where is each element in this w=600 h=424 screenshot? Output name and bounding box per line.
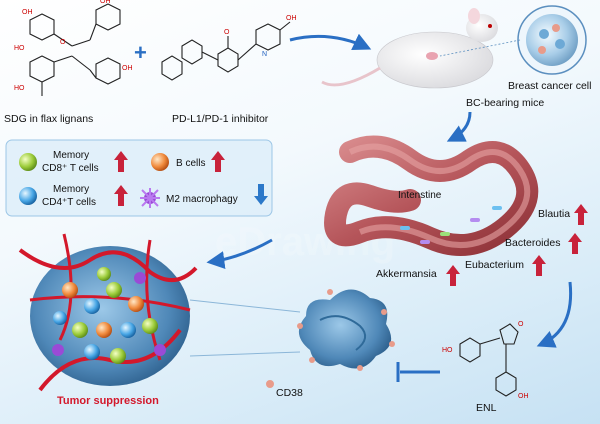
legend-cd8-line2: CD8⁺ T cells	[42, 163, 99, 174]
blautia-label: Blautia	[538, 208, 570, 220]
mice-label: BC-bearing mice	[466, 97, 544, 109]
eubacterium-up-arrow-icon	[532, 255, 546, 276]
legend-cd4-line1: Memory	[53, 184, 89, 195]
eubacterium-label: Eubacterium	[465, 259, 524, 271]
svg-text:O: O	[60, 39, 66, 46]
m2-macrophage-icon	[140, 188, 160, 208]
b-cells-up-arrow-icon	[211, 151, 225, 172]
inhibitor-label: PD-L1/PD-1 inhibitor	[172, 113, 269, 125]
svg-text:OH: OH	[286, 15, 297, 22]
svg-text:N: N	[262, 51, 267, 58]
tumor-suppression-label: Tumor suppression	[57, 395, 159, 407]
arrow-to-intestine	[446, 111, 472, 142]
m2-down-arrow-icon	[254, 184, 268, 205]
intestine-label: Intenstine	[398, 190, 442, 201]
cancer-cell-cd38	[266, 289, 395, 388]
inhibition-bar	[396, 362, 440, 382]
svg-text:OH: OH	[100, 0, 111, 5]
svg-text:OH: OH	[122, 65, 133, 72]
b-cell-icon	[151, 153, 169, 171]
svg-text:OH: OH	[22, 9, 33, 16]
svg-text:OH: OH	[518, 393, 529, 400]
legend-m2: M2 macrophagy	[166, 194, 238, 205]
plus-sign: +	[134, 40, 147, 65]
enl-structure: HO O OH	[442, 321, 529, 400]
arrow-to-enl	[536, 281, 573, 348]
cd38-label: CD38	[276, 387, 303, 399]
svg-text:HO: HO	[14, 45, 25, 52]
cd8-cell-icon	[19, 153, 37, 171]
cd8-up-arrow-icon	[114, 151, 128, 172]
zoom-line-bottom	[189, 351, 301, 357]
svg-text:HO: HO	[14, 85, 25, 92]
svg-text:HO: HO	[442, 347, 453, 354]
enl-label: ENL	[476, 402, 497, 414]
inhibitor-structure: O OH N	[161, 15, 297, 81]
breast-cancer-cell-zoom	[439, 5, 587, 75]
arrow-to-mice	[289, 33, 372, 50]
blautia-up-arrow-icon	[574, 204, 588, 225]
akkermansia-label: Akkermansia	[376, 268, 437, 280]
mouse-illustration	[321, 8, 498, 89]
akkermansia-up-arrow-icon	[446, 265, 460, 286]
sdg-structure: OH OH OH HO HO O	[14, 0, 133, 96]
cd4-cell-icon	[19, 187, 37, 205]
svg-text:O: O	[224, 29, 230, 36]
cd4-up-arrow-icon	[114, 185, 128, 206]
legend-box	[5, 139, 273, 217]
bacteroides-label: Bacteroides	[505, 237, 560, 249]
zoom-line-top	[189, 299, 301, 313]
sdg-label: SDG in flax lignans	[4, 113, 93, 125]
legend-cd8-line1: Memory	[53, 150, 89, 161]
intestine-illustration	[324, 135, 539, 257]
legend-b-cells: B cells	[176, 158, 205, 169]
bacteroides-up-arrow-icon	[568, 233, 582, 254]
tumor-mass	[18, 233, 198, 392]
immune-cells-in-tumor	[52, 267, 166, 364]
breast-cancer-cell-label: Breast cancer cell	[508, 80, 591, 92]
svg-text:O: O	[518, 321, 524, 328]
arrow-to-tumor	[206, 238, 273, 270]
legend-cd4-line2: CD4⁺T cells	[42, 197, 96, 208]
